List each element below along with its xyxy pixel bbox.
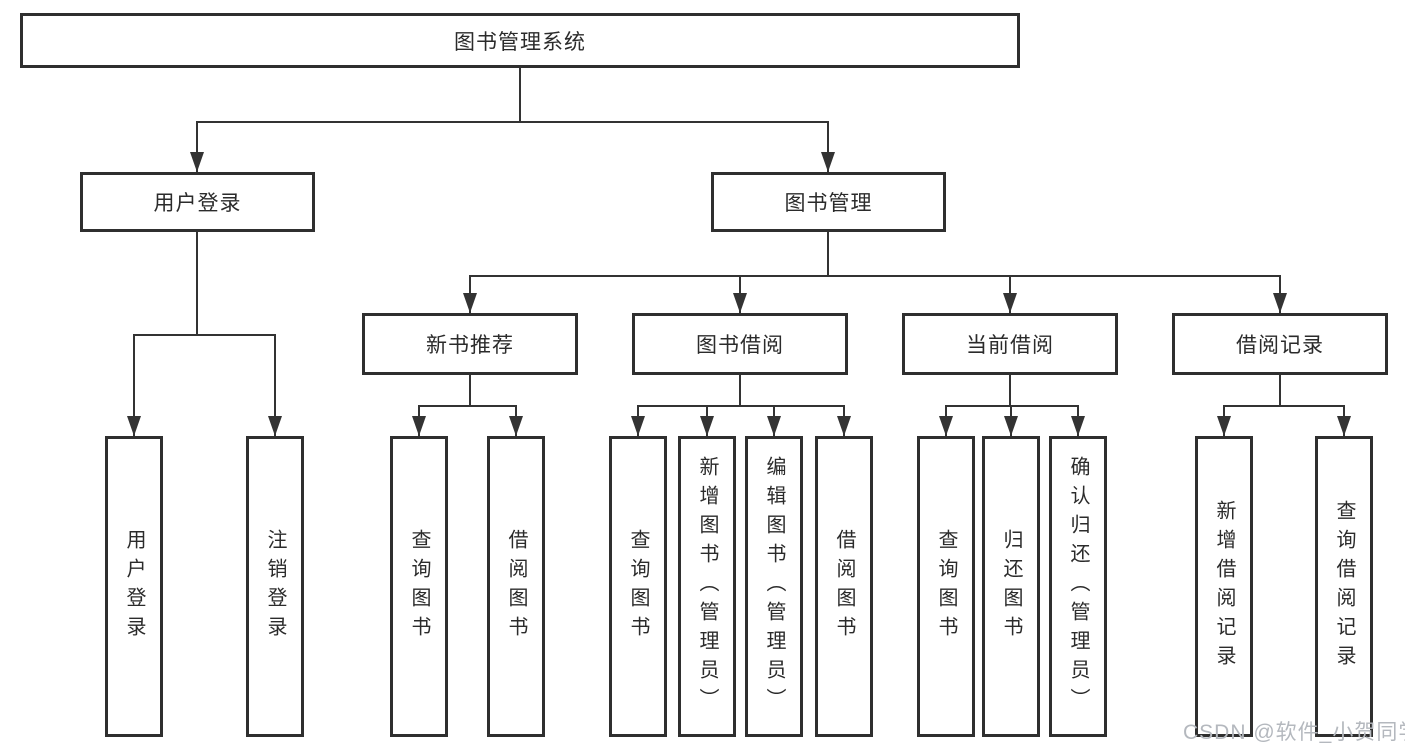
node-root: 图书管理系统 — [20, 13, 1020, 68]
node-book-management-label: 图书管理 — [784, 192, 873, 215]
connector-line — [418, 405, 517, 407]
connector-line — [196, 121, 829, 123]
arrowhead-down-icon — [463, 293, 477, 313]
leaf-logout-label: 注销登录 — [264, 528, 286, 645]
leaf-current-return-label: 归还图书 — [1000, 528, 1022, 645]
arrowhead-down-icon — [127, 416, 141, 436]
leaf-borrow-edit-admin: 编辑图书（管理员） — [745, 436, 803, 737]
node-book-management: 图书管理 — [711, 172, 946, 232]
node-new-book-recommend: 新书推荐 — [362, 313, 578, 375]
arrowhead-down-icon — [821, 152, 835, 172]
connector-line — [274, 334, 276, 436]
arrowhead-down-icon — [837, 416, 851, 436]
arrowhead-down-icon — [1217, 416, 1231, 436]
leaf-current-query-label: 查询图书 — [935, 528, 957, 645]
leaf-record-add-label: 新增借阅记录 — [1213, 499, 1235, 674]
arrowhead-down-icon — [939, 416, 953, 436]
arrowhead-down-icon — [631, 416, 645, 436]
leaf-user-login-label: 用户登录 — [123, 528, 145, 645]
leaf-newbook-query-label: 查询图书 — [408, 528, 430, 645]
arrowhead-down-icon — [700, 416, 714, 436]
node-user-login: 用户登录 — [80, 172, 315, 232]
node-current-borrow-label: 当前借阅 — [966, 334, 1054, 357]
leaf-current-confirm-admin-label: 确认归还（管理员） — [1067, 456, 1089, 717]
node-root-label: 图书管理系统 — [454, 30, 586, 54]
node-new-book-recommend-label: 新书推荐 — [426, 334, 514, 357]
connector-line — [469, 275, 1281, 277]
connector-line — [945, 405, 1079, 407]
connector-line — [133, 334, 276, 336]
leaf-borrow-add-admin-label: 新增图书（管理员） — [696, 456, 718, 717]
arrowhead-down-icon — [190, 152, 204, 172]
arrowhead-down-icon — [1337, 416, 1351, 436]
node-current-borrow: 当前借阅 — [902, 313, 1118, 375]
arrowhead-down-icon — [268, 416, 282, 436]
node-user-login-label: 用户登录 — [153, 192, 242, 215]
leaf-newbook-query: 查询图书 — [390, 436, 448, 737]
arrowhead-down-icon — [767, 416, 781, 436]
leaf-logout: 注销登录 — [246, 436, 304, 737]
leaf-record-query: 查询借阅记录 — [1315, 436, 1373, 737]
leaf-borrow-book-label: 借阅图书 — [833, 528, 855, 645]
arrowhead-down-icon — [412, 416, 426, 436]
connector-line — [637, 405, 845, 407]
leaf-borrow-query-label: 查询图书 — [627, 528, 649, 645]
leaf-borrow-book: 借阅图书 — [815, 436, 873, 737]
leaf-borrow-query: 查询图书 — [609, 436, 667, 737]
connector-line — [196, 121, 198, 172]
node-borrow-records-label: 借阅记录 — [1236, 334, 1324, 357]
arrowhead-down-icon — [1273, 293, 1287, 313]
node-book-borrow-label: 图书借阅 — [696, 334, 784, 357]
arrowhead-down-icon — [1003, 293, 1017, 313]
watermark: CSDN @软件_小贺同学 — [1183, 721, 1405, 744]
connector-line — [827, 232, 829, 277]
connector-line — [1009, 375, 1011, 407]
arrowhead-down-icon — [1071, 416, 1085, 436]
leaf-current-confirm-admin: 确认归还（管理员） — [1049, 436, 1107, 737]
connector-line — [469, 375, 471, 407]
arrowhead-down-icon — [509, 416, 523, 436]
leaf-borrow-edit-admin-label: 编辑图书（管理员） — [763, 456, 785, 717]
leaf-current-return: 归还图书 — [982, 436, 1040, 737]
connector-line — [133, 334, 135, 436]
leaf-record-query-label: 查询借阅记录 — [1333, 499, 1355, 674]
connector-line — [739, 375, 741, 407]
leaf-record-add: 新增借阅记录 — [1195, 436, 1253, 737]
connector-line — [519, 68, 521, 122]
leaf-user-login: 用户登录 — [105, 436, 163, 737]
connector-line — [1279, 375, 1281, 407]
connector-line — [827, 121, 829, 172]
node-book-borrow: 图书借阅 — [632, 313, 848, 375]
arrowhead-down-icon — [733, 293, 747, 313]
leaf-newbook-borrow: 借阅图书 — [487, 436, 545, 737]
leaf-newbook-borrow-label: 借阅图书 — [505, 528, 527, 645]
leaf-borrow-add-admin: 新增图书（管理员） — [678, 436, 736, 737]
leaf-current-query: 查询图书 — [917, 436, 975, 737]
arrowhead-down-icon — [1004, 416, 1018, 436]
connector-line — [1223, 405, 1345, 407]
node-borrow-records: 借阅记录 — [1172, 313, 1388, 375]
connector-line — [196, 232, 198, 336]
